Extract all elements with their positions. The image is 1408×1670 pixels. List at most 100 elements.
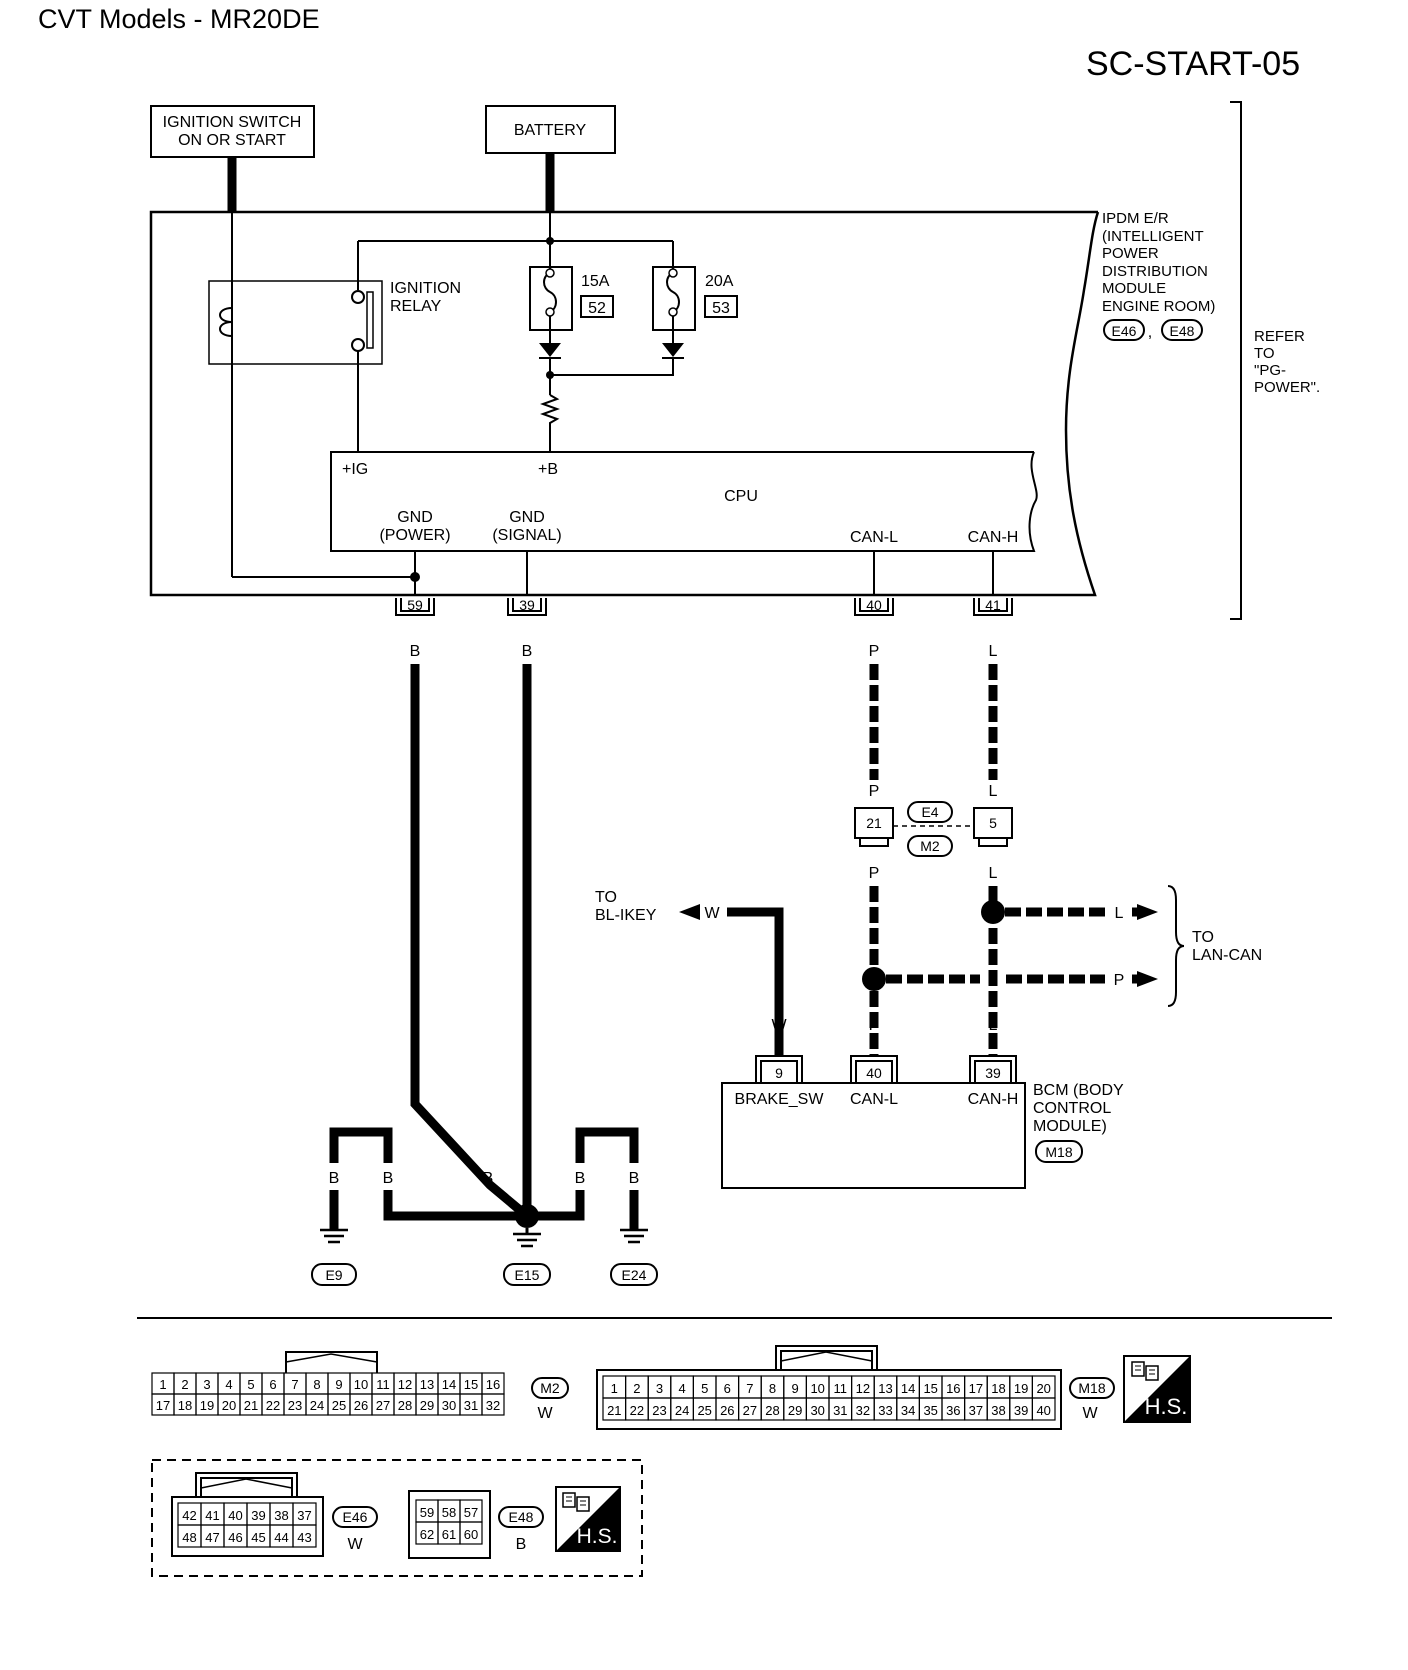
connector-pin-number: 47 [205, 1530, 219, 1545]
connector-pin-number: 12 [398, 1377, 412, 1392]
connector-pin-number: 8 [313, 1377, 320, 1392]
connector-pin-number: 2 [181, 1377, 188, 1392]
connector-pin-number: 7 [291, 1377, 298, 1392]
connector-pin-number: 16 [486, 1377, 500, 1392]
connector-e46-color: W [347, 1536, 363, 1553]
connector-pin-number: 6 [724, 1381, 731, 1396]
wire-color-ground-1: B [329, 1170, 340, 1187]
relay-label-2: RELAY [390, 298, 442, 315]
connector-pin-number: 17 [969, 1381, 983, 1396]
ignition-switch-box: IGNITION SWITCH ON OR START [150, 105, 315, 158]
refer-note: REFER TO "PG- POWER". [1254, 328, 1320, 396]
connector-pin-number: 1 [611, 1381, 618, 1396]
connector-pin-number: 22 [630, 1403, 644, 1418]
connector-pin-number: 46 [228, 1530, 242, 1545]
wire-color-can-h-bcm: L [989, 1017, 998, 1034]
connector-pin-number: 6 [269, 1377, 276, 1392]
cpu-gnd-power-2: (POWER) [379, 527, 450, 544]
ipdm-connector-separator: , [1148, 324, 1152, 341]
wire-color-ground-3: B [483, 1170, 494, 1187]
ipdm-enclosure [149, 210, 1100, 597]
relay-coil-icon [219, 307, 233, 337]
resistor-icon [540, 394, 560, 452]
connector-pin-number: 18 [178, 1398, 192, 1413]
connector-pin-number: 19 [1014, 1381, 1028, 1396]
refer-note-2: TO [1254, 345, 1275, 362]
hs-badge-2: H.S. [555, 1486, 621, 1552]
cpu-can-l: CAN-L [850, 529, 898, 546]
connector-pin-number: 10 [810, 1381, 824, 1396]
connector-pin-number: 27 [743, 1403, 757, 1418]
connector-pin-number: 15 [923, 1381, 937, 1396]
lan-can-label-2: LAN-CAN [1192, 947, 1262, 964]
fuse-20a-rating: 20A [705, 273, 734, 290]
fuse-20a: 20A 53 [550, 240, 738, 359]
bcm-label-can-h: CAN-H [968, 1091, 1019, 1108]
lan-can-label-1: TO [1192, 929, 1214, 946]
ground-e24: E24 [622, 1267, 647, 1283]
connector-pin-number: 21 [607, 1403, 621, 1418]
cpu-plus-b: +B [538, 461, 558, 478]
battery-label: BATTERY [514, 122, 587, 139]
connector-e48-id: E48 [509, 1509, 534, 1525]
connector-pin-number: 4 [678, 1381, 685, 1396]
junction-pin-21: 21 [866, 815, 882, 831]
wire-color-ground-5: B [575, 1170, 586, 1187]
connector-pin-number: 61 [442, 1527, 456, 1542]
ipdm-desc-6: ENGINE ROOM) [1102, 298, 1215, 315]
connector-pin-number: 5 [247, 1377, 254, 1392]
connector-m2-id: M2 [540, 1380, 560, 1396]
connector-pin-number: 43 [297, 1530, 311, 1545]
fuse-icon [543, 241, 557, 343]
connector-pin-number: 57 [464, 1505, 478, 1520]
ground-icon [513, 1232, 541, 1248]
connector-group-box [151, 1459, 643, 1577]
harness-icon [562, 1492, 590, 1512]
connector-pin-number: 27 [376, 1398, 390, 1413]
connector-pin-number: 48 [182, 1530, 196, 1545]
connector-pin-number: 31 [833, 1403, 847, 1418]
connector-pin-number: 25 [332, 1398, 346, 1413]
connector-pin-number: 17 [156, 1398, 170, 1413]
wire-color-can-h-mid: L [989, 783, 998, 800]
ignition-switch-label-2: ON OR START [178, 132, 286, 149]
connector-pin-cell [292, 1524, 317, 1548]
wire-color-can-h-low: L [989, 865, 998, 882]
connector-pin-number: 42 [182, 1508, 196, 1523]
fuse-15a-rating: 15A [581, 273, 610, 290]
connector-pin-number: 62 [420, 1527, 434, 1542]
connector-pin-number: 59 [420, 1505, 434, 1520]
connector-pin-cell [459, 1521, 483, 1545]
ipdm-desc-1: IPDM E/R [1102, 210, 1169, 227]
wire-color-gnd-power: B [410, 643, 421, 660]
hs-badge-2-text: H.S. [577, 1525, 618, 1548]
ipdm-connector-e48: E48 [1170, 323, 1195, 339]
connector-pin-number: 25 [697, 1403, 711, 1418]
bcm-desc-2: CONTROL [1033, 1100, 1111, 1117]
connector-pin-number: 14 [442, 1377, 456, 1392]
lan-can-wire-l: L [1115, 905, 1124, 922]
hs-badge-1-text: H.S. [1145, 1394, 1188, 1419]
connector-pin-number: 35 [923, 1403, 937, 1418]
connector-pin-number: 41 [205, 1508, 219, 1523]
connector-pin-cell [481, 1393, 505, 1416]
fuse-20a-number: 53 [712, 300, 730, 317]
bcm-label-can-l: CAN-L [850, 1091, 898, 1108]
connector-pin-number: 40 [228, 1508, 242, 1523]
refer-note-4: POWER". [1254, 379, 1320, 396]
connector-pin-number: 13 [420, 1377, 434, 1392]
connector-pin-number: 20 [222, 1398, 236, 1413]
cpu-title: CPU [724, 488, 758, 505]
connector-pin-number: 9 [335, 1377, 342, 1392]
wire-color-brake-high: W [704, 905, 720, 922]
connector-m18-color: W [1082, 1405, 1098, 1422]
connector-pin-number: 4 [225, 1377, 232, 1392]
connector-pin-number: 5 [701, 1381, 708, 1396]
bcm-pin-39: 39 [985, 1065, 1001, 1081]
ground-icon [620, 1228, 648, 1244]
connector-pin-number: 1 [159, 1377, 166, 1392]
connector-pin-number: 26 [720, 1403, 734, 1418]
connector-pin-number: 26 [354, 1398, 368, 1413]
